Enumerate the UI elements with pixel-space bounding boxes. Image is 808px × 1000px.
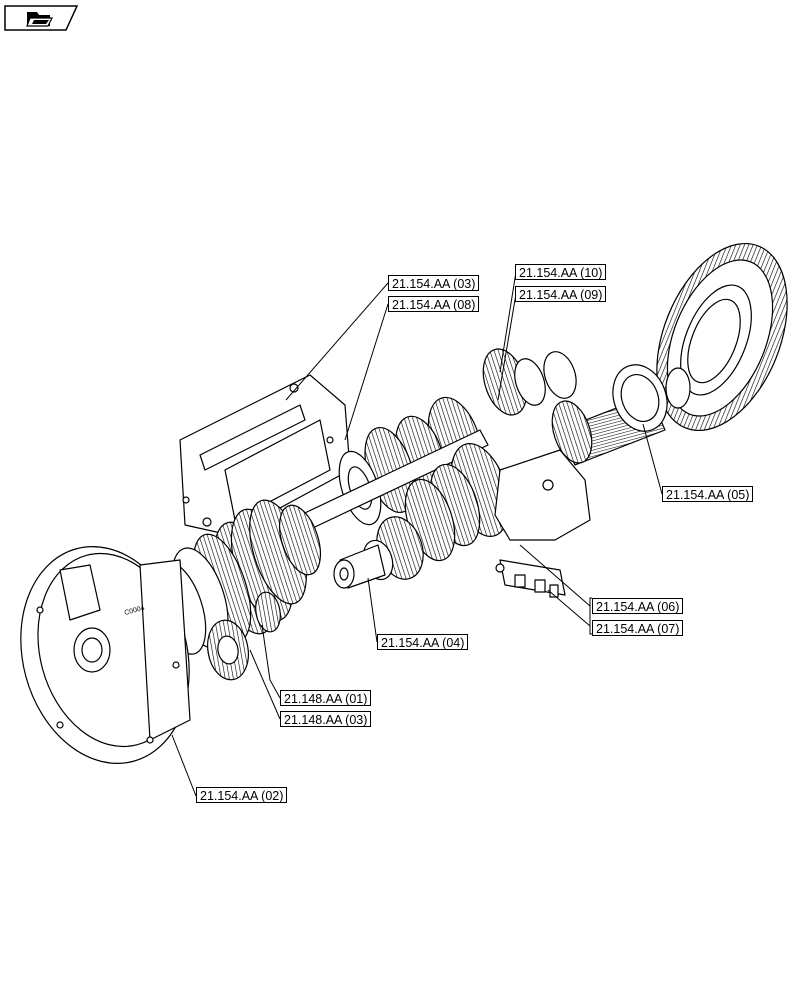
callout-21-154-aa-06[interactable]: 21.154.AA (06) [592, 598, 684, 614]
callout-21-148-aa-03[interactable]: 21.148.AA (03) [280, 711, 372, 727]
callout-21-154-aa-05[interactable]: 21.154.AA (05) [662, 486, 754, 502]
idler-gears [207, 591, 281, 681]
back-navigation-badge[interactable] [4, 5, 78, 31]
callout-21-148-aa-01[interactable]: 21.148.AA (01) [280, 690, 372, 706]
callout-21-154-aa-04[interactable]: 21.154.AA (04) [377, 634, 469, 650]
rear-cover-plate [179, 374, 351, 536]
callout-21-154-aa-07[interactable]: 21.154.AA (07) [592, 620, 684, 636]
lower-gear-cluster [333, 443, 510, 589]
callout-21-154-aa-03[interactable]: 21.154.AA (03) [388, 275, 480, 291]
leader-lines [171, 271, 663, 797]
callout-21-154-aa-02[interactable]: 21.154.AA (02) [196, 787, 288, 803]
callout-21-154-aa-10[interactable]: 21.154.AA (10) [515, 264, 607, 280]
front-housing-plate: C0004 [20, 546, 191, 764]
right-housing [494, 449, 591, 598]
callout-21-154-aa-09[interactable]: 21.154.AA (09) [515, 286, 607, 302]
callout-21-154-aa-08[interactable]: 21.154.AA (08) [388, 296, 480, 312]
folder-return-icon [26, 12, 53, 27]
